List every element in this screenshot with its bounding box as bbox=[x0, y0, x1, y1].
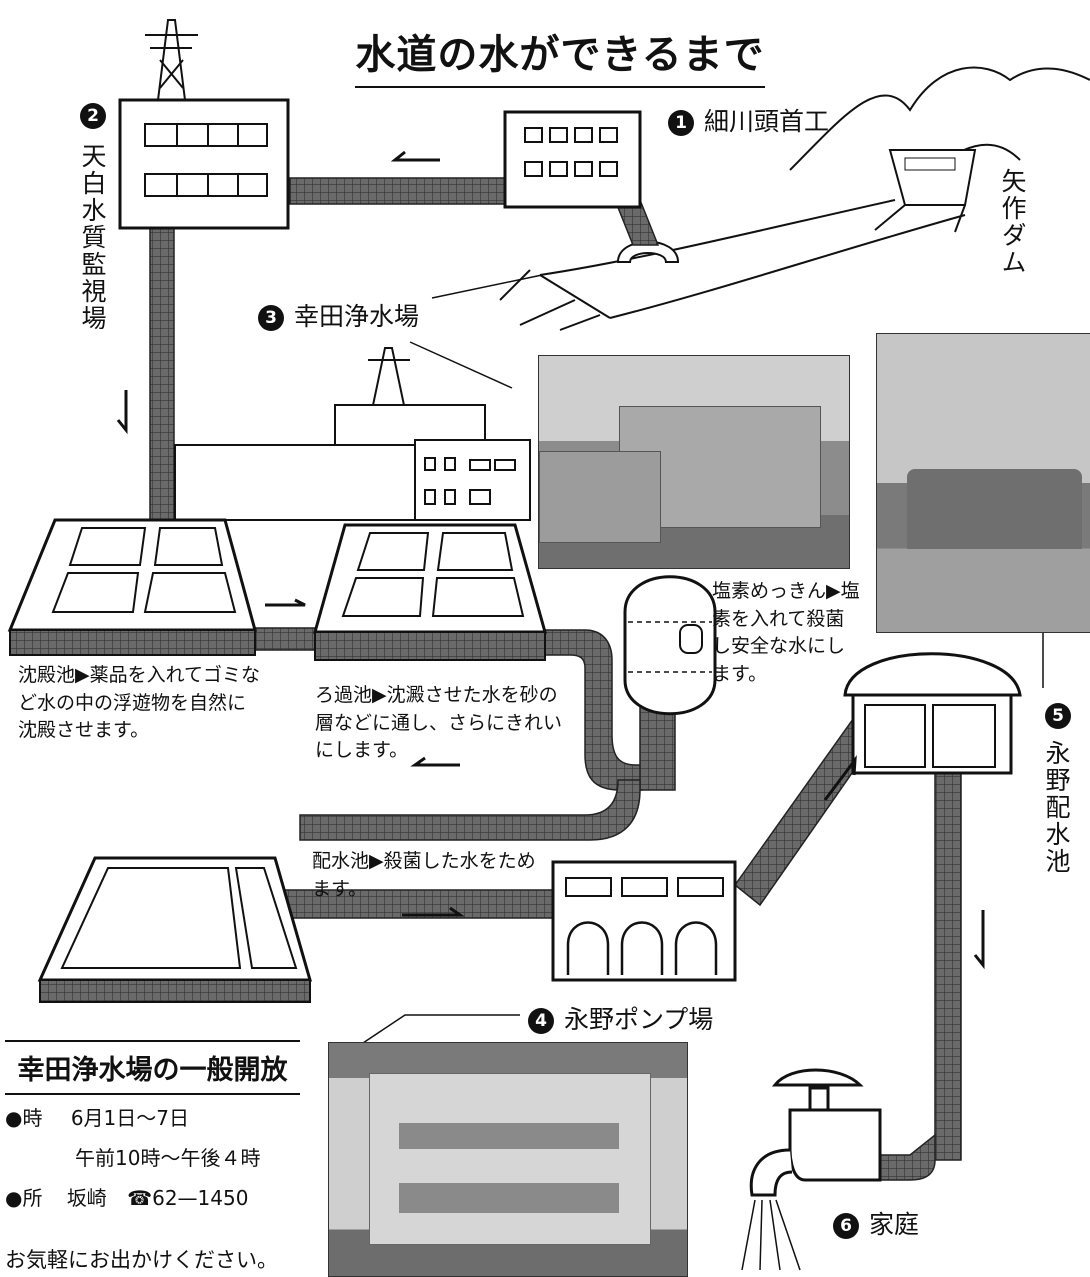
open-house-title: 幸田浄水場の一般開放 bbox=[5, 1040, 300, 1095]
open-house-place: ●所 坂崎 ☎62—1450 bbox=[5, 1182, 248, 1211]
pump-label: 永野ポンプ場 bbox=[564, 1005, 714, 1034]
phone-icon: ☎ bbox=[127, 1186, 153, 1210]
place-value: 坂崎 bbox=[66, 1186, 107, 1210]
date-value: 6月1日～7日 bbox=[70, 1106, 189, 1130]
step-number-3: 3 bbox=[258, 305, 284, 331]
step-number-5: 5 bbox=[1045, 703, 1071, 729]
pipes bbox=[149, 177, 962, 1181]
distribution-desc: 配水池▶殺菌した水をためます。 bbox=[312, 850, 536, 900]
label-pump: 4 永野ポンプ場 bbox=[528, 1000, 713, 1036]
household-faucet bbox=[741, 1068, 882, 1271]
hosokawa-label: 細川頭首工 bbox=[704, 107, 830, 136]
nagano-reservoir-photo bbox=[876, 333, 1090, 633]
date-label: ●時 bbox=[5, 1106, 43, 1130]
label-home: 6 家庭 bbox=[833, 1205, 919, 1241]
koda-plant-photo bbox=[538, 355, 850, 569]
koda-plant-building bbox=[174, 347, 531, 521]
filtration-desc: ろ過池▶沈澱させた水を砂の層などに通し、さらにきれいにします。 bbox=[315, 684, 563, 762]
distribution-basin bbox=[37, 856, 312, 1003]
koda-label: 幸田浄水場 bbox=[294, 302, 420, 331]
place-label: ●所 bbox=[5, 1186, 43, 1210]
phone-number: 62—1450 bbox=[152, 1186, 249, 1210]
chlorine-desc: 塩素めっきん▶塩素を入れて殺菌し安全な水にします。 bbox=[712, 580, 860, 685]
yahagi-dam-label: 矢作ダム bbox=[998, 168, 1027, 276]
nagano-pump-station bbox=[551, 860, 737, 982]
home-label: 家庭 bbox=[869, 1210, 920, 1239]
flow-arrows bbox=[116, 150, 985, 970]
label-hosokawa: 1 細川頭首工 bbox=[668, 102, 829, 138]
step-number-1: 1 bbox=[668, 110, 694, 136]
filtration-basin bbox=[313, 523, 547, 661]
chlorine-tank bbox=[623, 575, 717, 716]
step-number-2: 2 bbox=[80, 103, 106, 129]
page-title: 水道の水ができるまで bbox=[355, 22, 765, 88]
nagano-reservoir bbox=[843, 652, 1022, 775]
tenpaku-building bbox=[118, 98, 290, 230]
river bbox=[499, 199, 966, 331]
leader-lines bbox=[359, 274, 1044, 1046]
label-koda: 3 幸田浄水場 bbox=[258, 297, 419, 333]
transmission-tower bbox=[145, 19, 198, 101]
hosokawa-building bbox=[503, 110, 642, 209]
reservoir-label: 永野配水池 bbox=[1042, 740, 1071, 875]
intake-gate bbox=[616, 240, 680, 263]
sedimentation-basin bbox=[7, 518, 257, 656]
open-house-time: 午前10時～午後４時 bbox=[75, 1146, 261, 1170]
tenpaku-label: 天白水質監視場 bbox=[78, 143, 107, 332]
open-house-note: お気軽にお出かけください。 bbox=[5, 1248, 278, 1272]
sedimentation-desc: 沈殿池▶薬品を入れてゴミなど水の中の浮遊物を自然に沈殿させます。 bbox=[18, 664, 261, 742]
open-house-date: ●時 6月1日～7日 bbox=[5, 1102, 189, 1131]
nagano-pump-photo bbox=[328, 1042, 688, 1277]
step-number-6: 6 bbox=[833, 1213, 859, 1239]
yahagi-dam bbox=[874, 149, 977, 233]
step-number-4: 4 bbox=[528, 1008, 554, 1034]
